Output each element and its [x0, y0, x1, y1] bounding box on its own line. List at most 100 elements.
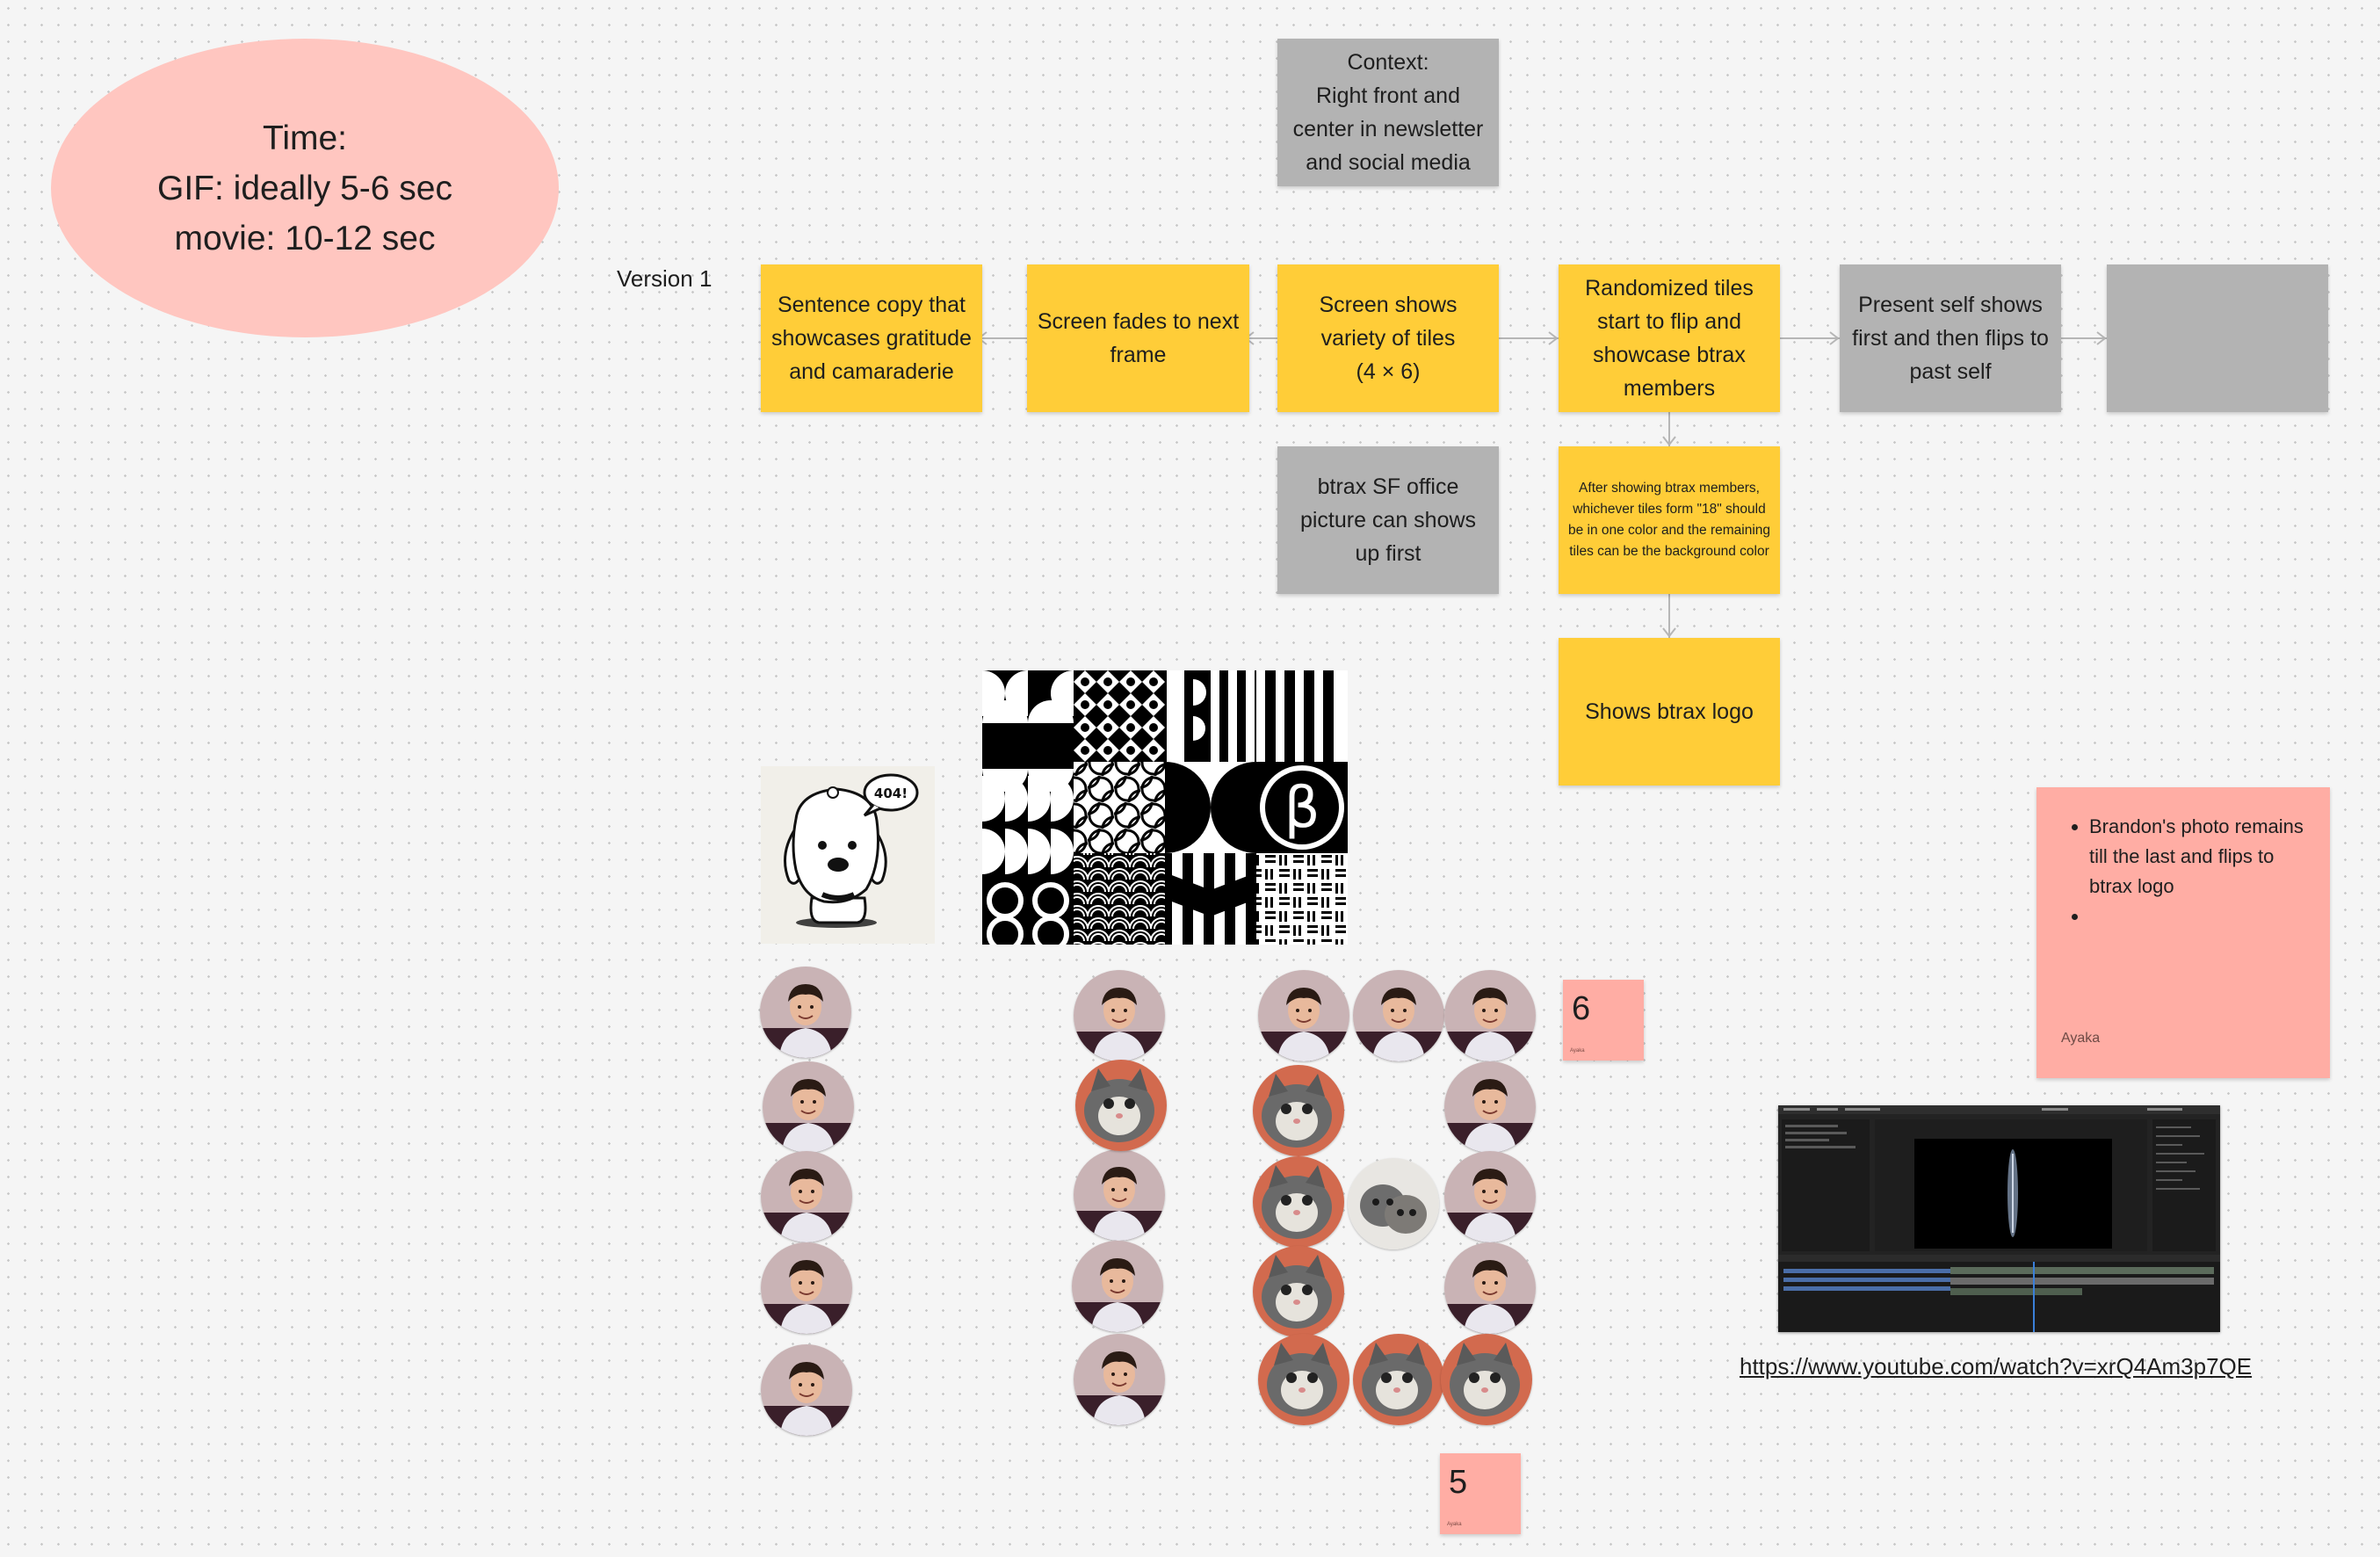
cat-photo-tile[interactable] [1441, 1334, 1532, 1425]
after-text: After showing btrax members, [1579, 481, 1760, 496]
cat-photo-tile[interactable] [1253, 1246, 1344, 1337]
flow-step-2[interactable]: Screen fades to next frame [1027, 264, 1249, 412]
member-photo-tile-image [761, 1242, 852, 1334]
flow-step-4[interactable]: Randomized tiles start to flip and showc… [1559, 264, 1780, 412]
context-line: Right front and [1316, 83, 1460, 108]
member-photo-tile[interactable] [1074, 970, 1165, 1061]
member-photo-tile-image [1444, 970, 1536, 1061]
kittens-photo-tile[interactable] [1348, 1158, 1439, 1249]
member-photo-tile[interactable] [760, 967, 851, 1058]
cat-photo-tile-image [1253, 1065, 1344, 1156]
member-photo-tile-image [1444, 1061, 1536, 1153]
step-text: showcases gratitude [771, 326, 972, 351]
time-line-2: GIF: ideally 5-6 sec [157, 169, 452, 207]
arrow-right-icon [1548, 331, 1559, 345]
count-value: 6 [1572, 990, 1591, 1027]
flow-step-1[interactable]: Sentence copy that showcases gratitude a… [761, 264, 982, 412]
cat-photo-tile[interactable] [1253, 1156, 1344, 1248]
member-photo-tile-image [1444, 1242, 1536, 1334]
video-editor-graphic [1778, 1105, 2220, 1332]
step-text: start to flip and [1597, 309, 1741, 334]
member-photo-tile-image [761, 1151, 852, 1242]
note-author: Ayaka [2061, 1031, 2101, 1046]
step-text: Screen fades to next [1037, 309, 1240, 334]
member-photo-tile[interactable] [1072, 1241, 1163, 1332]
step-text: Sentence copy that [777, 293, 966, 317]
member-photo-tile-image [760, 967, 851, 1058]
youtube-link[interactable]: https://www.youtube.com/watch?v=xrQ4Am3p… [1740, 1353, 2253, 1380]
after-text: tiles can be the background color [1569, 544, 1769, 559]
member-photo-tile[interactable] [1074, 1334, 1165, 1425]
flow-step-6-empty[interactable] [2107, 264, 2328, 412]
member-photo-tile-image [1258, 970, 1349, 1061]
time-ellipse[interactable]: Time: GIF: ideally 5-6 sec movie: 10-12 … [51, 39, 559, 337]
count-sticky-five[interactable]: 5 Ayaka [1440, 1453, 1521, 1534]
member-photo-tile-image [1074, 1334, 1165, 1425]
sticky-author: Ayaka [1447, 1522, 1462, 1527]
cat-photo-tile-image [1441, 1334, 1532, 1425]
after-members-sticky[interactable]: After showing btrax members, whichever t… [1559, 446, 1780, 594]
context-sticky[interactable]: Context: Right front and center in newsl… [1277, 39, 1499, 186]
cat-photo-tile[interactable] [1075, 1060, 1167, 1151]
office-text: picture can shows [1299, 508, 1477, 532]
member-photo-tile[interactable] [1444, 1242, 1536, 1334]
member-photo-tile[interactable] [1444, 1151, 1536, 1242]
time-line-3: movie: 10-12 sec [174, 219, 436, 257]
cat-photo-tile[interactable] [1353, 1334, 1444, 1425]
count-sticky-six[interactable]: 6 Ayaka [1563, 980, 1644, 1061]
arrow-right-icon [1829, 331, 1840, 345]
flow-connector [1780, 337, 1840, 339]
member-photo-tile[interactable] [1353, 970, 1444, 1061]
flow-step-3[interactable]: Screen shows variety of tiles (4 × 6) [1277, 264, 1499, 412]
flow-connector [1499, 337, 1559, 339]
pattern-tiles-image[interactable]: β [982, 670, 1348, 945]
member-photo-tile[interactable] [1444, 970, 1536, 1061]
step-text: Randomized tiles [1585, 276, 1754, 301]
member-photo-tile[interactable] [763, 1061, 854, 1153]
cat-photo-tile[interactable] [1253, 1065, 1344, 1156]
version-label: Version 1 [617, 265, 713, 292]
arrow-down-icon [1662, 436, 1676, 446]
after-text: whichever tiles form "18" should [1573, 502, 1766, 517]
dog-404-image[interactable]: 404! [761, 766, 935, 944]
logo-text: Shows btrax logo [1585, 699, 1754, 724]
time-line-1: Time: [262, 119, 348, 157]
logo-sticky[interactable]: Shows btrax logo [1559, 638, 1780, 786]
brandon-note-sticky[interactable]: Brandon's photo remains till the last an… [2036, 787, 2330, 1078]
cat-photo-tile[interactable] [1258, 1334, 1349, 1425]
step-text: variety of tiles [1320, 326, 1456, 351]
arrow-right-icon [2096, 331, 2107, 345]
flow-connector [982, 337, 1027, 339]
cat-photo-tile-image [1258, 1334, 1349, 1425]
member-photo-tile-image [1444, 1151, 1536, 1242]
office-picture-sticky[interactable]: btrax SF office picture can shows up fir… [1277, 446, 1499, 594]
bubble-text: 404! [874, 786, 908, 801]
member-photo-tile-image [763, 1061, 854, 1153]
flow-connector [1249, 337, 1277, 339]
down-connector [1668, 594, 1670, 638]
member-photo-tile[interactable] [1258, 970, 1349, 1061]
after-effects-screenshot[interactable] [1778, 1105, 2220, 1332]
flow-step-5[interactable]: Present self shows first and then flips … [1840, 264, 2061, 412]
count-value: 5 [1449, 1464, 1468, 1501]
cat-photo-tile-image [1353, 1334, 1444, 1425]
member-photo-tile[interactable] [761, 1242, 852, 1334]
note-bullet: Brandon's photo remains till the last an… [2089, 812, 2304, 902]
member-photo-tile[interactable] [1444, 1061, 1536, 1153]
step-text: first and then flips to [1852, 326, 2049, 351]
dog-illustration-icon: 404! [784, 773, 919, 928]
member-photo-tile-image [1074, 970, 1165, 1061]
cat-photo-tile-image [1075, 1060, 1167, 1151]
after-text: be in one color and the remaining [1567, 523, 1771, 538]
member-photo-tile-image [1353, 970, 1444, 1061]
office-text: up first [1355, 541, 1421, 566]
office-text: btrax SF office [1317, 474, 1459, 499]
step-text: frame [1110, 343, 1167, 367]
context-line: Context: [1347, 50, 1429, 75]
member-photo-tile[interactable] [761, 1344, 852, 1436]
member-photo-tile[interactable] [1074, 1149, 1165, 1241]
note-bullet-empty [2089, 902, 2304, 931]
step-text: Screen shows [1319, 293, 1458, 317]
step-text: past self [1909, 359, 1992, 384]
member-photo-tile[interactable] [761, 1151, 852, 1242]
